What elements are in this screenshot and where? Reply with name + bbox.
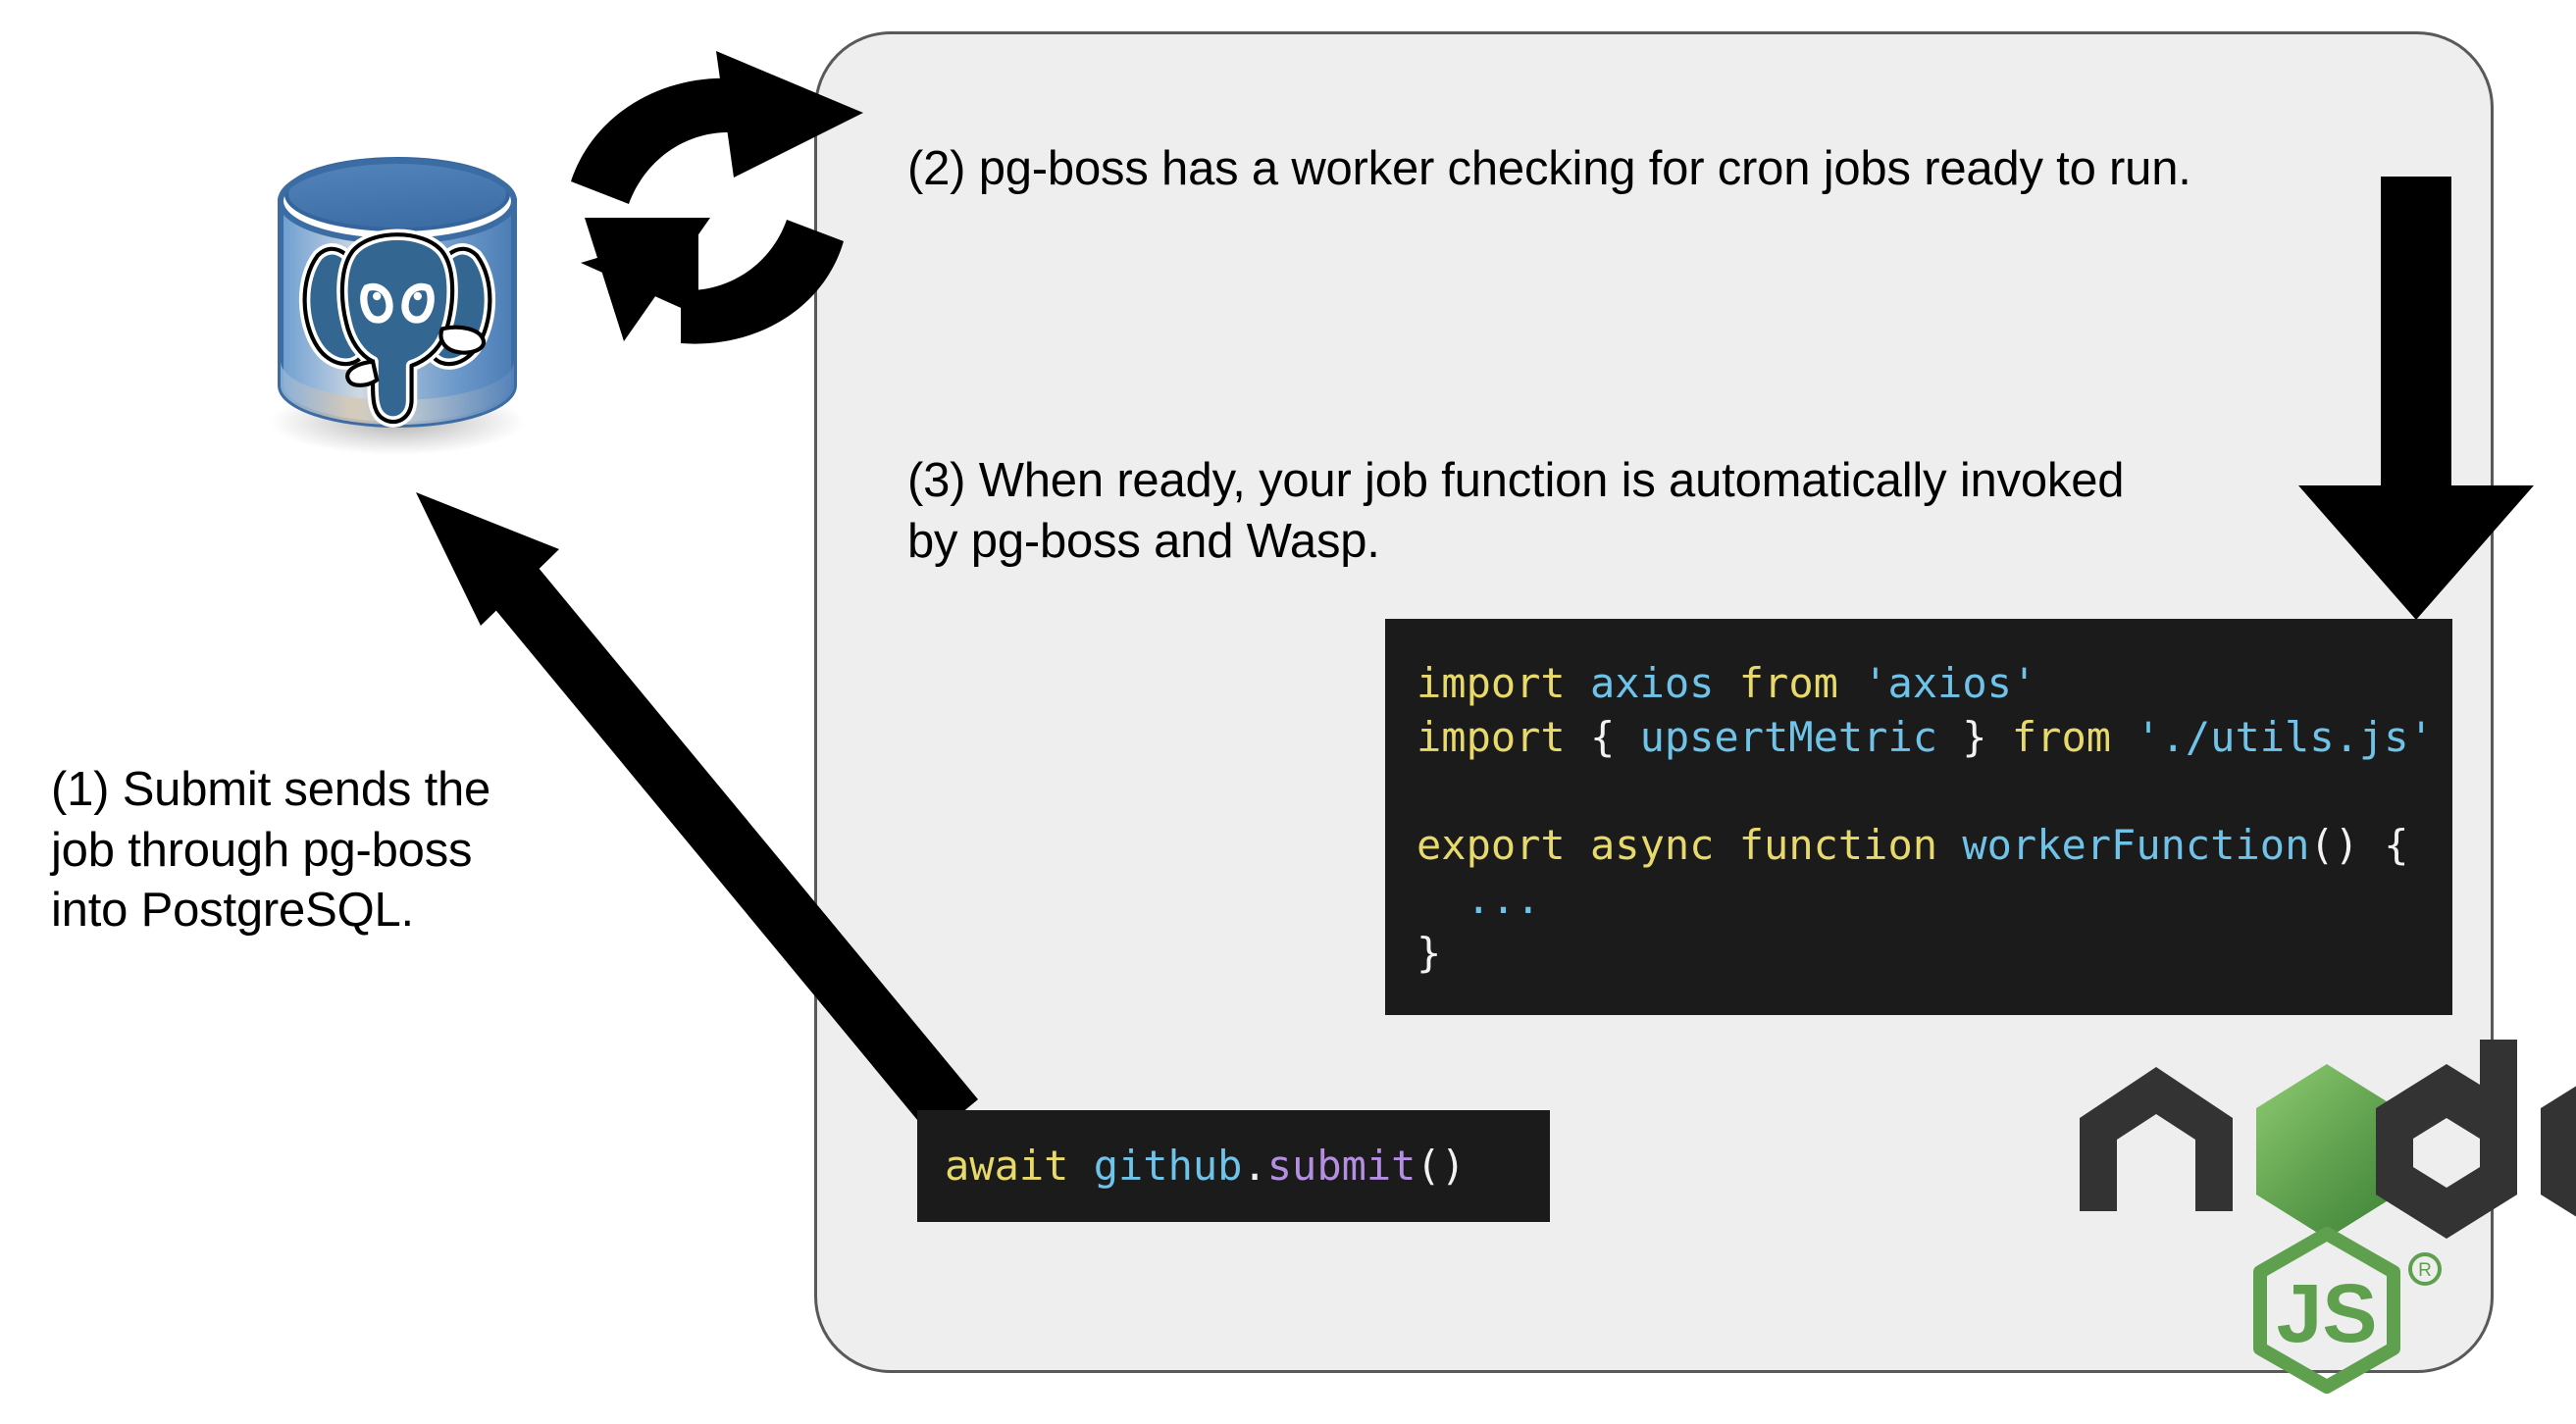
- code-token-import-2: import: [1417, 713, 1566, 761]
- step-3-annotation: (3) When ready, your job function is aut…: [907, 454, 2125, 568]
- postgresql-elephant-icon: [298, 229, 496, 428]
- submit-code-block: await github.submit(): [917, 1110, 1550, 1222]
- code-token-from-1: from: [1738, 659, 1838, 707]
- code-token-axios: axios: [1590, 659, 1715, 707]
- code-token-dot: .: [1242, 1142, 1267, 1190]
- code-token-function: function: [1738, 821, 1938, 869]
- code-token-async: async: [1590, 821, 1715, 869]
- code-token-upsert-metric: upsertMetric: [1639, 713, 1938, 761]
- code-token-closing-brace: }: [1417, 929, 1442, 977]
- postgresql-database-cylinder: [270, 157, 525, 455]
- code-token-axios-string: 'axios': [1863, 659, 2037, 707]
- code-token-from-2: from: [2011, 713, 2112, 761]
- code-token-utils-string: './utils.js': [2136, 713, 2434, 761]
- code-token-github: github: [1093, 1142, 1243, 1190]
- code-token-await: await: [945, 1142, 1069, 1190]
- step-2-annotation: (2) pg-boss has a worker checking for cr…: [907, 142, 2191, 195]
- code-token-worker-function: workerFunction: [1962, 821, 2310, 869]
- code-token-parens: (): [1416, 1142, 1467, 1190]
- code-token-import-1: import: [1417, 659, 1566, 707]
- code-token-ellipsis: ...: [1466, 875, 1541, 923]
- worker-function-code-block: import axios from 'axios' import { upser…: [1385, 619, 2452, 1015]
- step-1-annotation: (1) Submit sends the job through pg-boss…: [51, 763, 491, 938]
- code-token-export: export: [1417, 821, 1566, 869]
- code-token-submit: submit: [1266, 1142, 1417, 1190]
